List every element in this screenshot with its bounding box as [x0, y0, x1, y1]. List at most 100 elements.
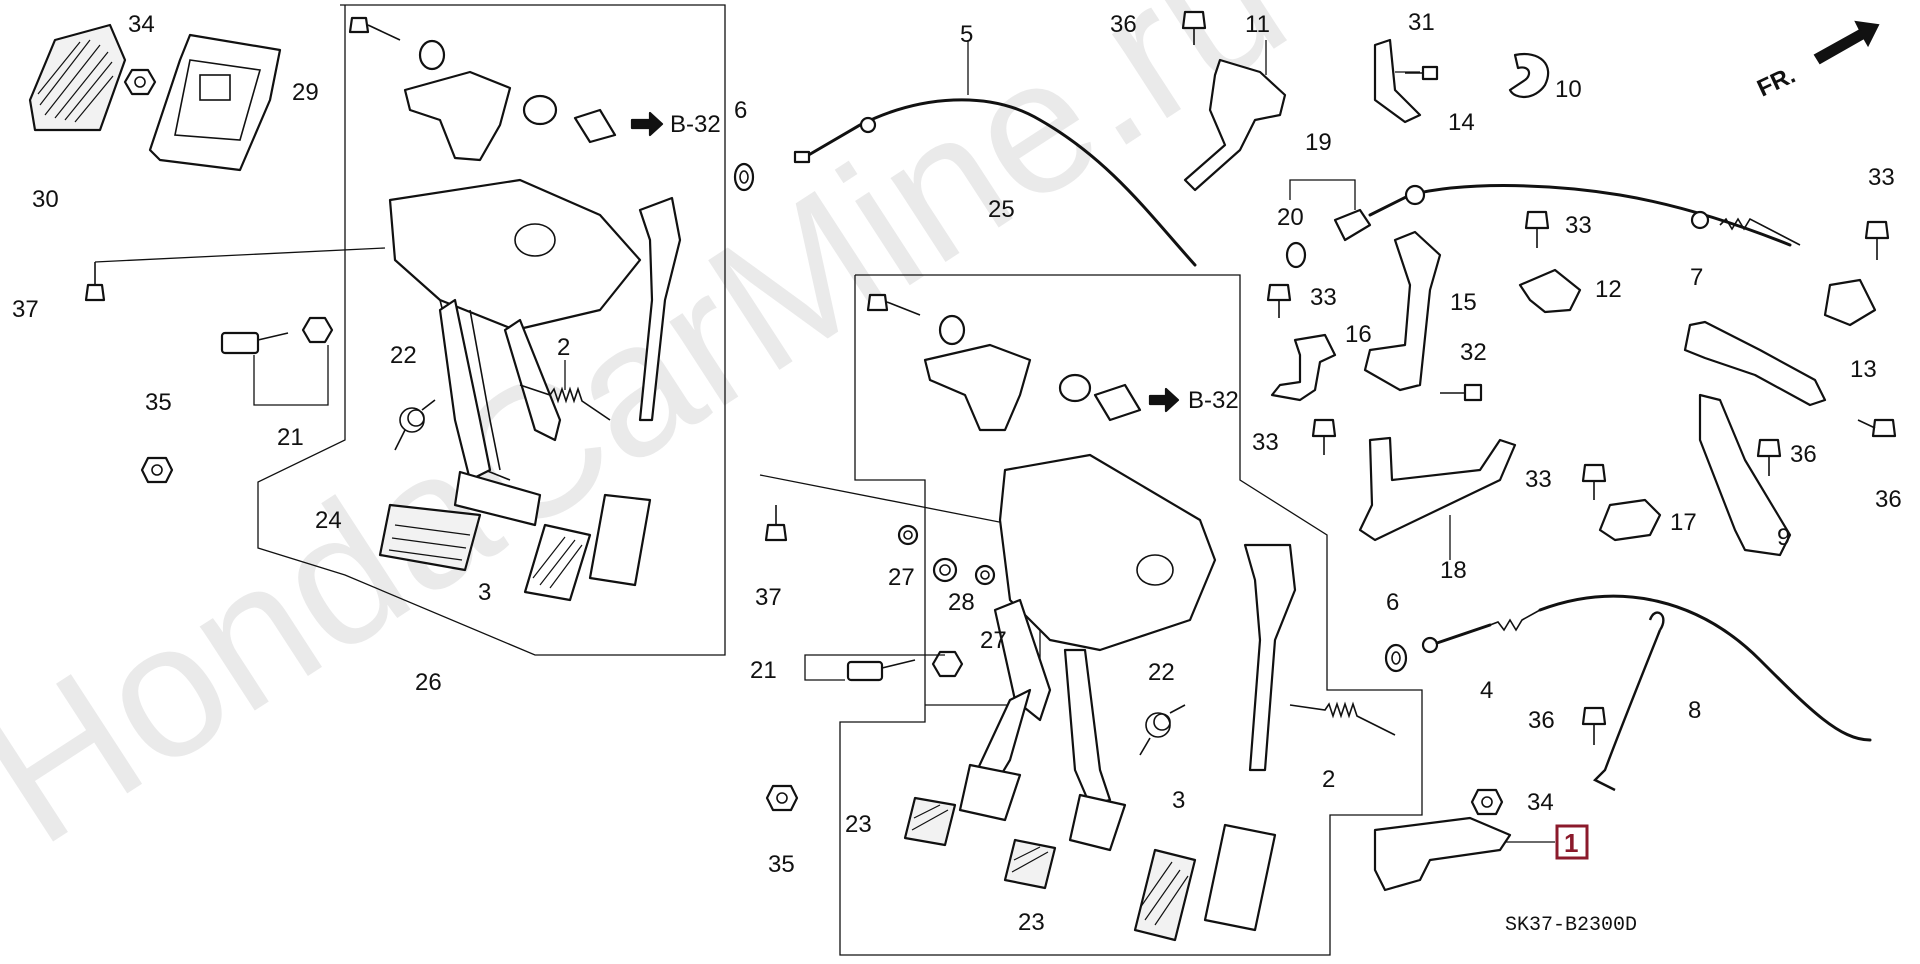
accelerator-arm-right[interactable] — [1203, 543, 1297, 932]
nut-35-right[interactable] — [765, 784, 799, 812]
callout-33-center: 33 — [1252, 429, 1279, 456]
pedal-pad-23-lower[interactable] — [1003, 838, 1057, 890]
pedal-pad-24[interactable] — [378, 503, 482, 572]
bushing-left[interactable] — [418, 39, 446, 71]
clip-10[interactable] — [1508, 52, 1550, 98]
bracket-15[interactable] — [1363, 230, 1442, 392]
pedal-box-right[interactable] — [993, 453, 1217, 722]
bolt-36-mid[interactable] — [1756, 438, 1782, 476]
spring-clip-28[interactable] — [932, 557, 958, 583]
bracket-9[interactable] — [1698, 393, 1792, 557]
callout-16: 16 — [1345, 321, 1372, 348]
clamp-17[interactable] — [1598, 498, 1662, 542]
pedal-spring-2-right[interactable] — [1289, 701, 1396, 736]
bolt-33-far-right[interactable] — [1864, 220, 1890, 260]
washer-6-upper[interactable] — [733, 162, 755, 192]
clamp-16[interactable] — [1270, 333, 1337, 402]
cable-5[interactable] — [793, 98, 1197, 267]
callout-9: 9 — [1777, 524, 1790, 551]
callout-26: 26 — [415, 669, 442, 696]
cable-end-19[interactable] — [1333, 208, 1372, 242]
bolt-32[interactable] — [1440, 383, 1483, 402]
bracket-14[interactable] — [1373, 38, 1422, 124]
callout-33-mid-upper: 33 — [1565, 212, 1592, 239]
bracket-11[interactable] — [1183, 58, 1287, 192]
bolt-33-center[interactable] — [1311, 418, 1337, 455]
bolt-31[interactable] — [1405, 65, 1439, 81]
nut-35-left[interactable] — [140, 456, 174, 484]
callout-33-far-right: 33 — [1868, 164, 1895, 191]
pedal-bracket-right[interactable] — [923, 343, 1142, 432]
callout-20: 20 — [1277, 204, 1304, 231]
nut-34-right[interactable] — [1470, 788, 1504, 816]
callout-34-left: 34 — [128, 11, 155, 38]
washer-20[interactable] — [1285, 241, 1307, 269]
switch-21-left[interactable] — [220, 316, 334, 355]
callout-23-upper: 23 — [845, 811, 872, 838]
return-spring-22-left[interactable] — [394, 399, 436, 451]
callout-1[interactable]: 1 — [1564, 828, 1578, 858]
cable-4[interactable] — [1421, 594, 1872, 742]
pedal-spring-2-left[interactable] — [519, 384, 611, 421]
callout-10: 10 — [1555, 76, 1582, 103]
bracket-13[interactable] — [1823, 278, 1877, 327]
callout-7: 7 — [1690, 264, 1703, 291]
pedal-pad-30[interactable] — [28, 23, 127, 132]
callout-32: 32 — [1460, 339, 1487, 366]
ref-arrow-right — [1148, 387, 1180, 413]
pedal-pad-23-upper[interactable] — [903, 796, 957, 847]
bushing-right[interactable] — [938, 314, 966, 346]
callout-21-right: 21 — [750, 657, 777, 684]
brake-pedal-left[interactable] — [438, 298, 542, 527]
nut-34-left[interactable] — [123, 68, 157, 96]
bolt-36-lower[interactable] — [1581, 706, 1607, 745]
pedal-pad-3-right[interactable] — [1133, 848, 1197, 942]
bolt-36-right[interactable] — [1857, 418, 1897, 438]
callout-5: 5 — [960, 21, 973, 48]
pivot-bolt-right[interactable] — [866, 293, 921, 316]
highlight-box-1 — [1555, 824, 1589, 860]
bolt-37-right[interactable] — [764, 505, 788, 542]
bracket-1[interactable] — [1373, 816, 1512, 892]
clip-27-lower[interactable] — [974, 564, 996, 586]
accelerator-arm-left[interactable] — [588, 196, 682, 587]
callout-4: 4 — [1480, 677, 1493, 704]
pedal-bracket-left[interactable] — [403, 70, 617, 162]
throttle-cable[interactable] — [1368, 184, 1801, 247]
callout-23-lower: 23 — [1018, 909, 1045, 936]
clutch-pedal-left[interactable] — [503, 318, 592, 602]
clip-27-upper[interactable] — [897, 524, 919, 546]
callout-18: 18 — [1440, 557, 1467, 584]
switch-21-right[interactable] — [846, 650, 964, 682]
bolt-33-left-upper[interactable] — [1266, 283, 1292, 318]
brake-pedal-right[interactable] — [1063, 648, 1127, 852]
callout-24: 24 — [315, 507, 342, 534]
callout-36-mid: 36 — [1790, 441, 1817, 468]
callout-36-lower: 36 — [1528, 707, 1555, 734]
bracket-7[interactable] — [1683, 320, 1827, 407]
pivot-bolt-left[interactable] — [348, 16, 401, 41]
bolt-36-upper[interactable] — [1181, 10, 1207, 45]
callout-37-right: 37 — [755, 584, 782, 611]
pedal-cover-29[interactable] — [148, 33, 282, 172]
callout-17: 17 — [1670, 509, 1697, 536]
callout-3-left: 3 — [478, 579, 491, 606]
washer-6-lower[interactable] — [1384, 643, 1408, 673]
callout-22-left: 22 — [390, 342, 417, 369]
clutch-pedal-right[interactable] — [958, 688, 1032, 822]
bolt-37-left[interactable] — [84, 262, 106, 302]
clip-12[interactable] — [1518, 268, 1582, 314]
callout-19: 19 — [1305, 129, 1332, 156]
rod-8[interactable] — [1592, 611, 1665, 792]
return-spring-22-right[interactable] — [1139, 704, 1186, 756]
callout-37-left: 37 — [12, 296, 39, 323]
callout-25: 25 — [988, 196, 1015, 223]
callout-11: 11 — [1245, 11, 1270, 38]
bolt-33-mid-upper[interactable] — [1524, 210, 1550, 248]
bracket-18[interactable] — [1358, 436, 1517, 542]
callout-34-right: 34 — [1527, 789, 1554, 816]
bolt-33-right-mid[interactable] — [1581, 463, 1607, 500]
callout-29: 29 — [292, 79, 319, 106]
ref-b32-left: B-32 — [670, 111, 721, 138]
